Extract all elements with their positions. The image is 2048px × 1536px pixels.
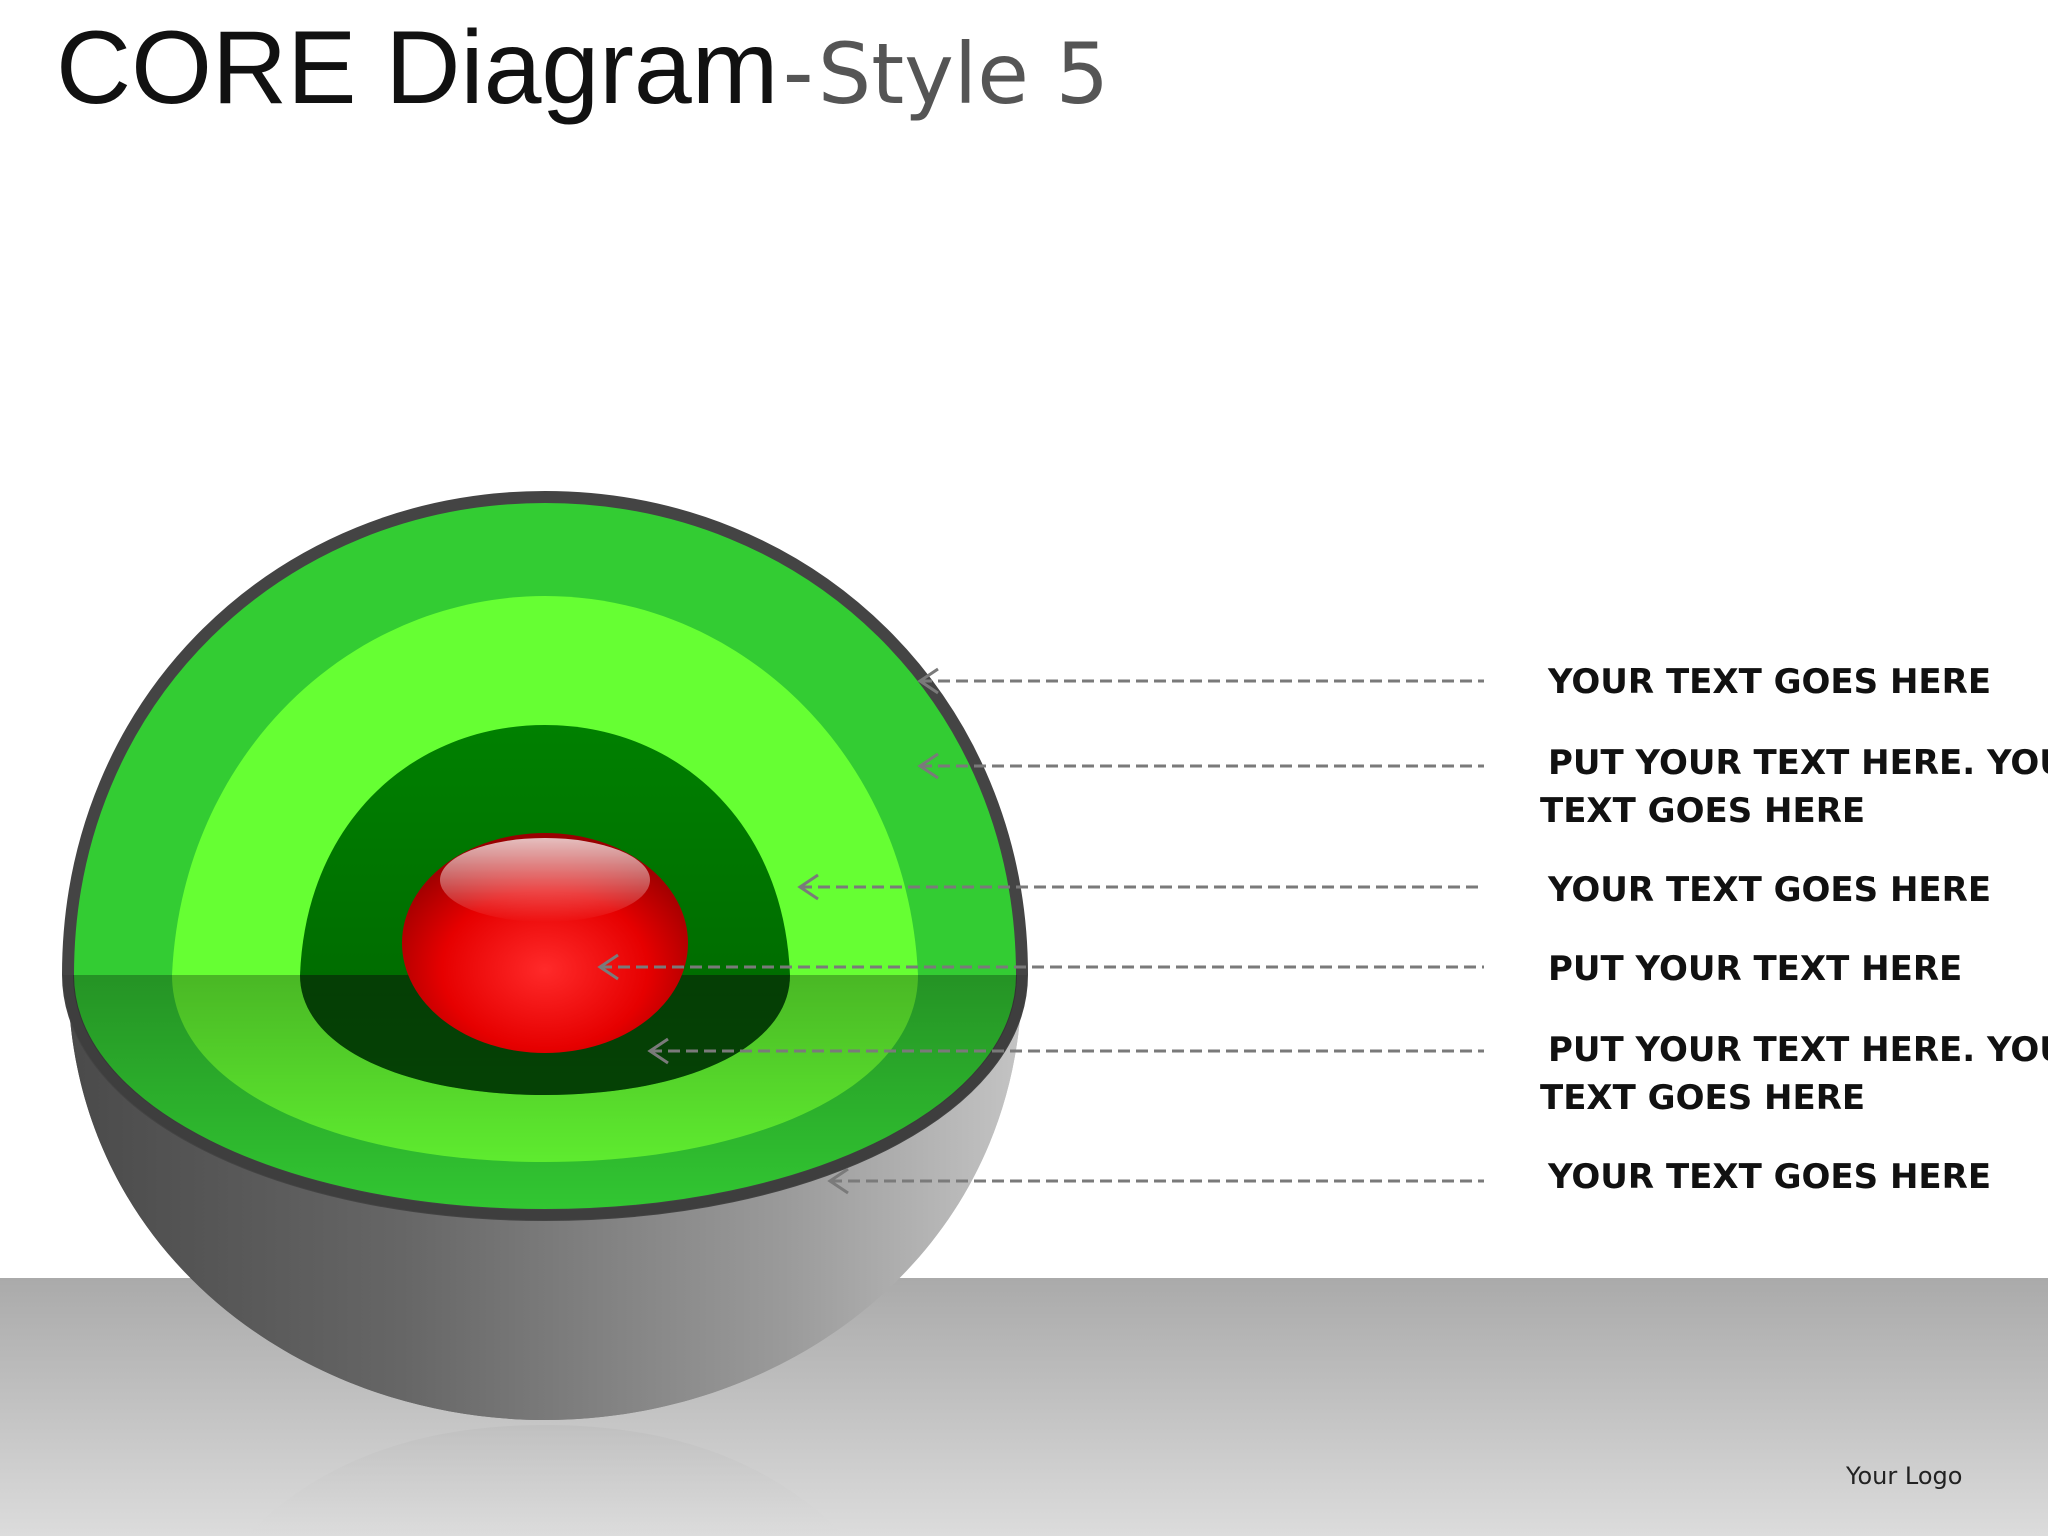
logo-text: Your Logo [1846, 1462, 1963, 1490]
label-5-line2: TEXT GOES HERE [1540, 1078, 1866, 1118]
connector-6-arrow [827, 1167, 849, 1195]
connector-4-arrow [597, 953, 619, 981]
label-4: PUT YOUR TEXT HERE [1540, 945, 1962, 993]
label-6: YOUR TEXT GOES HERE [1540, 1153, 1991, 1201]
label-1-line1: YOUR TEXT GOES HERE [1548, 662, 1992, 702]
label-5: PUT YOUR TEXT HERE. YOUR TEXT GOES HERE [1540, 1026, 2048, 1122]
page-title: CORE Diagram - Style 5 [56, 16, 1109, 120]
label-6-line1: YOUR TEXT GOES HERE [1548, 1157, 1992, 1197]
label-1: YOUR TEXT GOES HERE [1540, 658, 1991, 706]
label-2-line1: PUT YOUR TEXT HERE. YOUR [1548, 743, 2048, 783]
inner-core-highlight [440, 838, 650, 922]
title-main: CORE Diagram [56, 10, 779, 126]
cut-plane-shade [68, 975, 1022, 1215]
sphere-reflection [246, 1425, 845, 1536]
connectors [597, 667, 1484, 1195]
label-3-line1: YOUR TEXT GOES HERE [1548, 870, 1992, 910]
connector-2-arrow [917, 752, 939, 780]
connector-3-arrow [797, 873, 819, 901]
label-2: PUT YOUR TEXT HERE. YOUR TEXT GOES HERE [1540, 739, 2048, 835]
label-5-line1: PUT YOUR TEXT HERE. YOUR [1548, 1030, 2048, 1070]
shell-rim [63, 974, 1027, 1221]
title-separator: - [782, 21, 814, 123]
title-subtitle: Style 5 [817, 25, 1110, 123]
label-4-line1: PUT YOUR TEXT HERE [1548, 949, 1963, 989]
label-3: YOUR TEXT GOES HERE [1540, 866, 1991, 914]
label-2-line2: TEXT GOES HERE [1540, 791, 1866, 831]
connector-5-arrow [647, 1037, 669, 1065]
connector-1-arrow [917, 667, 939, 695]
